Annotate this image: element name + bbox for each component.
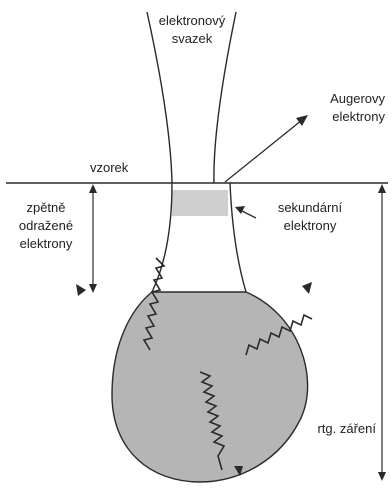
auger-arrow-line	[225, 120, 302, 182]
xray-wave-upper-left-head	[76, 284, 86, 296]
beam-label-line2: svazek	[172, 31, 213, 46]
secondary-pointer-head	[235, 206, 245, 214]
beam-right-edge	[214, 12, 236, 183]
auger-arrow-head	[296, 115, 308, 126]
secondary-label-line1: sekundární	[278, 200, 343, 215]
backscatter-label-line2: odražené	[19, 218, 73, 233]
auger-label-line1: Augerovy	[330, 91, 385, 106]
sample-label: vzorek	[90, 160, 129, 175]
backscatter-label-line3: elektrony	[20, 236, 73, 251]
beam-left-edge	[147, 12, 172, 183]
backscatter-depth-arrow-down	[89, 284, 97, 293]
beam-label-line1: elektronový	[159, 13, 226, 28]
xray-wave-right-head	[302, 282, 312, 294]
xray-depth-arrow-down	[378, 472, 386, 481]
xray-label: rtg. záření	[317, 421, 376, 436]
secondary-label-line2: elektrony	[284, 218, 337, 233]
secondary-electron-zone	[172, 190, 228, 216]
backscatter-label-line1: zpětně	[26, 200, 65, 215]
backscatter-depth-arrow-up	[89, 184, 97, 193]
xray-depth-arrow-up	[378, 184, 386, 193]
auger-label-line2: elektrony	[332, 109, 385, 124]
